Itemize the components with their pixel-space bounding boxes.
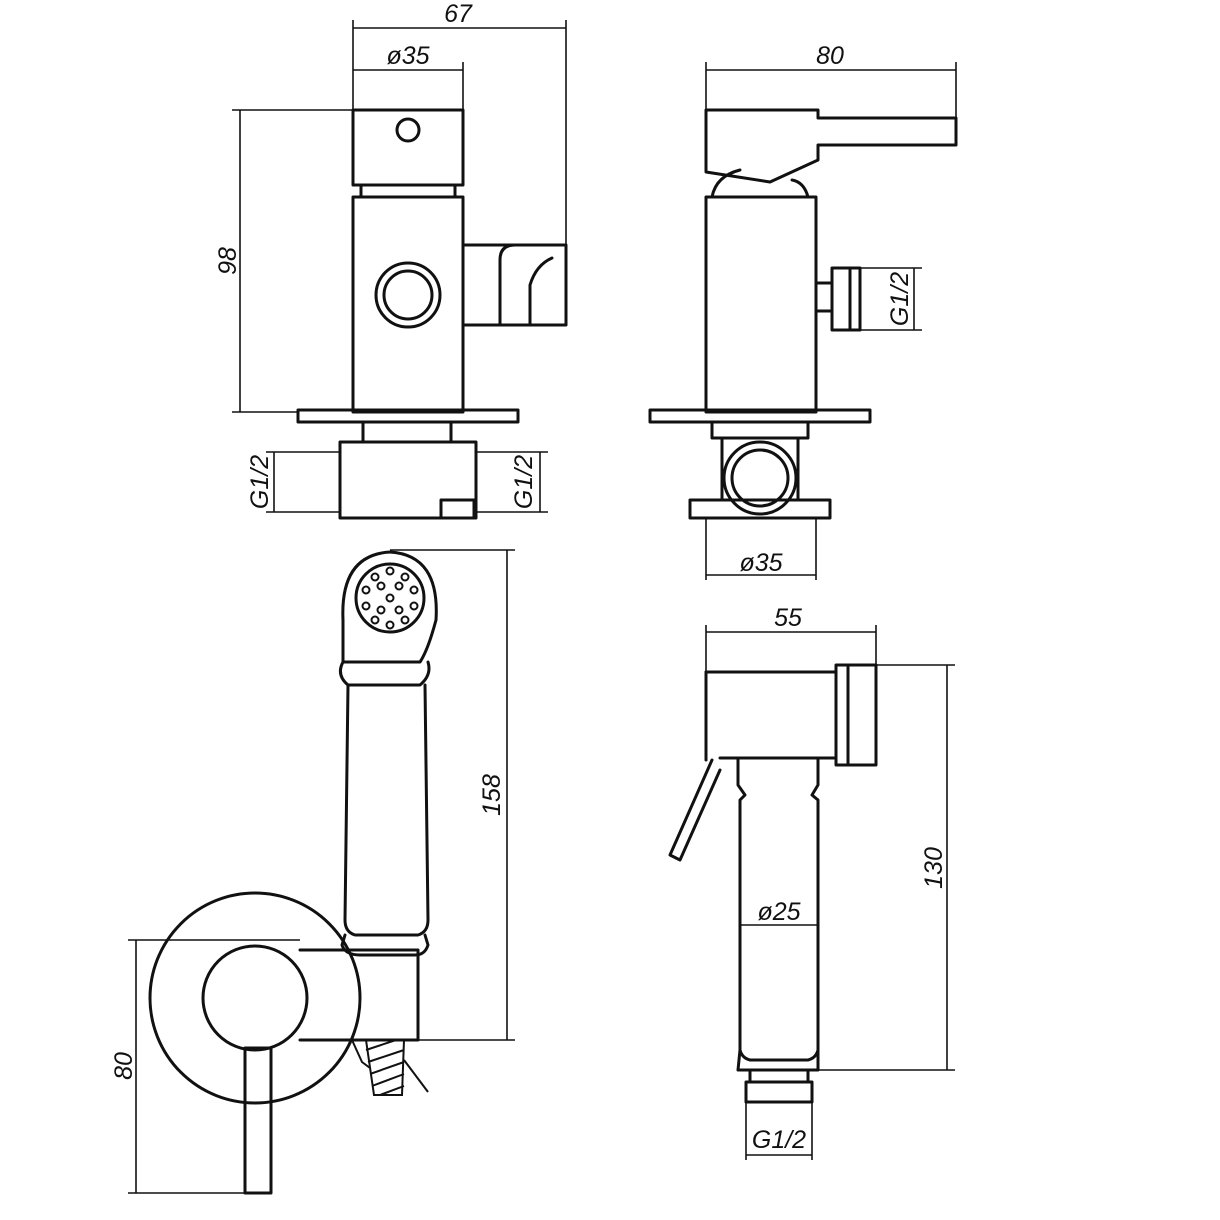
dim-thread-left: G1/2 (246, 455, 274, 509)
dim-thread-right: G1/2 (510, 455, 538, 509)
valve-side-view (648, 108, 958, 520)
sprayer-side-view (668, 663, 878, 1104)
dim-height-80: 80 (110, 1052, 138, 1080)
dim-width-55: 55 (774, 604, 802, 632)
dim-diameter-25: ø25 (757, 898, 800, 926)
valve-front-view (296, 108, 568, 520)
dim-height-98: 98 (214, 247, 242, 275)
dim-width-67: 67 (444, 0, 473, 28)
dim-thread-side-inlet: G1/2 (886, 272, 914, 326)
dim-width-80: 80 (816, 42, 844, 70)
nozzle-holes (361, 566, 419, 630)
side-view-dimensions (705, 62, 957, 580)
sprayer-side-dimensions (705, 625, 955, 1160)
dim-diameter-35-base: ø35 (739, 549, 782, 577)
front-view-dimensions (232, 20, 567, 513)
dim-thread-hose: G1/2 (752, 1126, 806, 1154)
dim-height-130: 130 (920, 847, 948, 889)
dim-diameter-35-top: ø35 (386, 42, 429, 70)
sprayer-front-view (148, 550, 438, 1195)
sprayer-front-dimensions (128, 549, 515, 1194)
dim-length-158: 158 (478, 774, 506, 816)
